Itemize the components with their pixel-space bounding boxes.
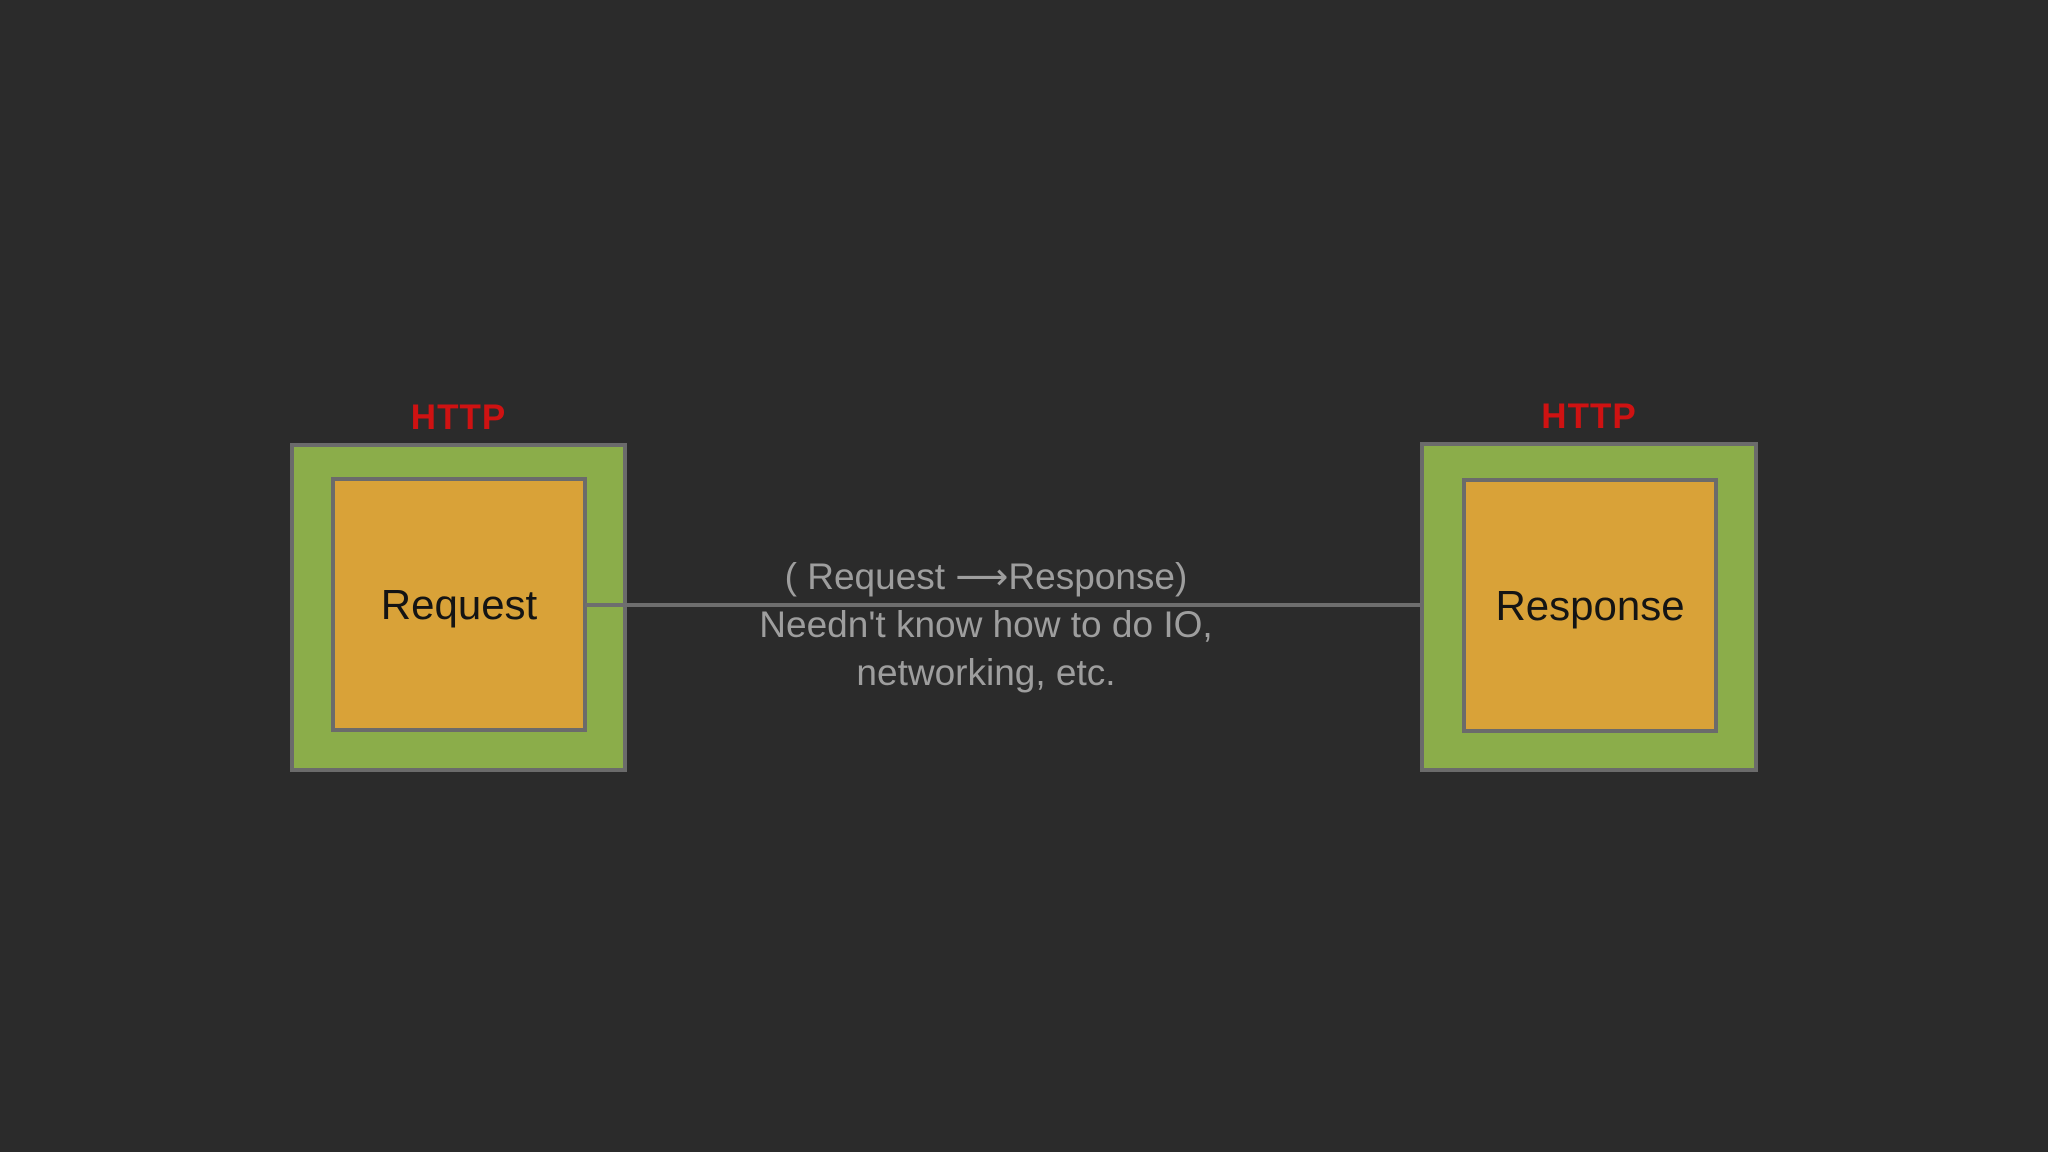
arrow-annotation: ( Request ⟶Response) Needn't know how to…	[586, 553, 1386, 697]
http-label-left: HTTP	[410, 398, 507, 437]
request-response-arrow-line	[585, 603, 1438, 607]
http-label-right: HTTP	[1541, 397, 1637, 436]
annotation-line-1: ( Request ⟶Response)	[784, 556, 1188, 597]
response-label: Response	[1495, 581, 1685, 629]
response-inner-box: Response	[1462, 478, 1718, 733]
annotation-line-2: Needn't know how to do IO,	[759, 604, 1213, 645]
request-inner-box: Request	[331, 477, 587, 732]
request-label: Request	[380, 580, 538, 628]
annotation-line-3: networking, etc.	[856, 652, 1116, 693]
